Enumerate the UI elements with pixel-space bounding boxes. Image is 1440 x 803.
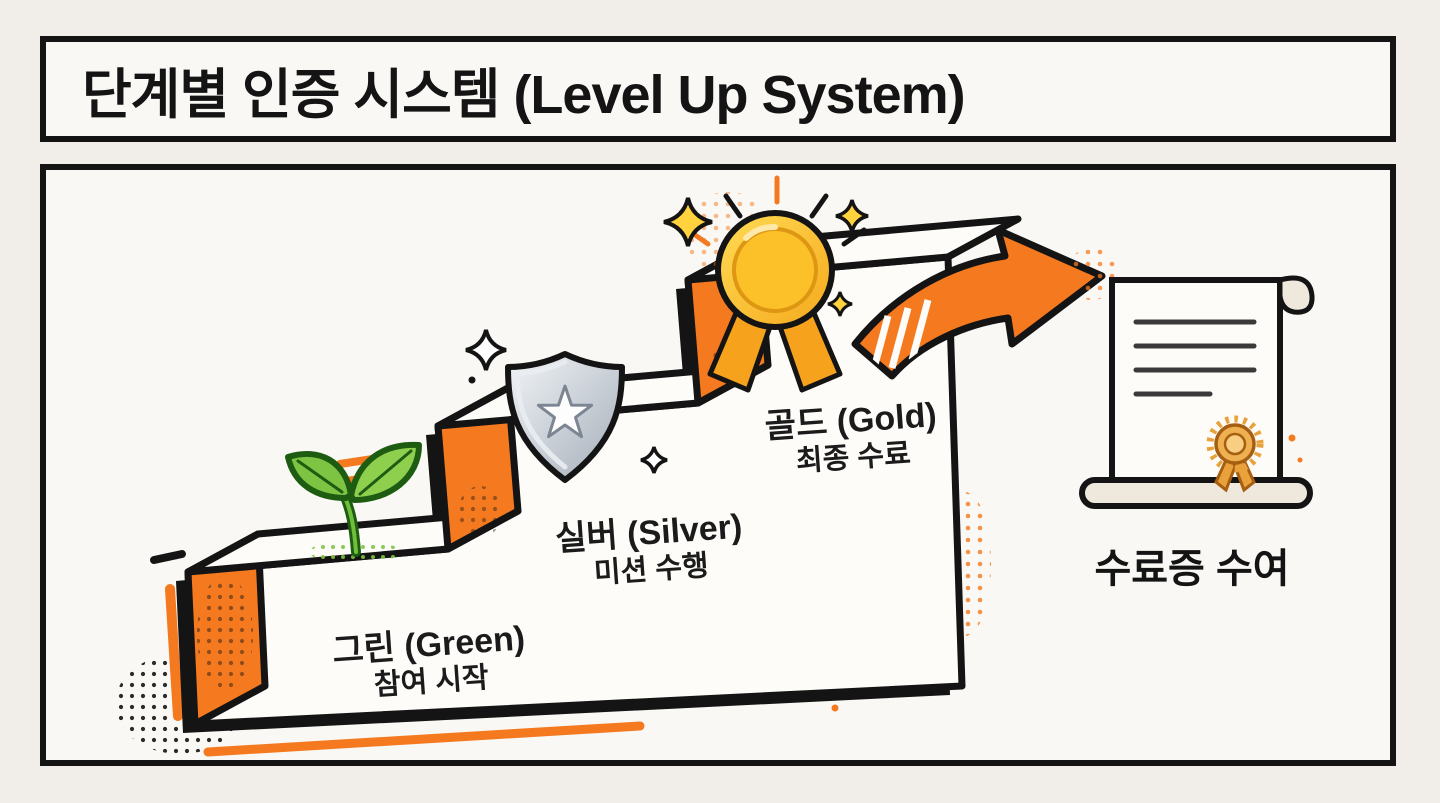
sparkle-icon <box>663 197 713 247</box>
staircase-graphic <box>115 175 1315 757</box>
certificate-text-lines <box>1133 319 1257 397</box>
halftone-dots <box>197 576 253 692</box>
sprout-icon <box>285 441 422 563</box>
seal-center <box>1223 432 1247 456</box>
ray <box>841 227 867 247</box>
medal-rays <box>685 175 867 247</box>
sparkle-icon <box>835 199 869 233</box>
sparkle-icon <box>640 446 668 474</box>
accent-stroke <box>150 550 186 564</box>
accent-stroke <box>165 584 183 721</box>
shield-icon <box>465 329 668 483</box>
ray <box>723 193 743 219</box>
sparkle-dot <box>468 376 476 384</box>
certificate-label: 수료증 수여 <box>1094 547 1290 591</box>
scroll-roll <box>1079 477 1313 509</box>
hatch-line <box>908 299 932 361</box>
certificate-icon <box>1066 248 1315 509</box>
ray <box>809 193 829 219</box>
certificate-sheet <box>1109 277 1283 485</box>
certificate-seal <box>1206 415 1264 493</box>
halftone-dots <box>458 486 502 538</box>
scroll-curl <box>1277 275 1315 315</box>
halftone-dots <box>1066 248 1118 300</box>
arrow-icon <box>851 226 1106 380</box>
leaf-vein <box>296 459 344 494</box>
page-title: 단계별 인증 시스템 (Level Up System) <box>82 64 966 125</box>
accent-stroke <box>203 721 645 757</box>
accent-dot <box>831 704 839 712</box>
medal-inner-ring <box>732 227 818 313</box>
accent-dot <box>1288 434 1296 442</box>
medal-shine <box>743 223 778 241</box>
hatch-line <box>888 307 912 369</box>
sparkle-icon <box>465 329 507 371</box>
medal-icon <box>663 175 869 393</box>
leaf-vein <box>358 449 413 496</box>
seal-scallop <box>1206 415 1264 473</box>
shield-highlight <box>514 359 568 470</box>
sparkle-icon <box>827 291 853 317</box>
shield-star <box>536 384 594 439</box>
title-box: 단계별 인증 시스템 (Level Up System) <box>40 36 1396 142</box>
accent-dot <box>1297 457 1303 463</box>
